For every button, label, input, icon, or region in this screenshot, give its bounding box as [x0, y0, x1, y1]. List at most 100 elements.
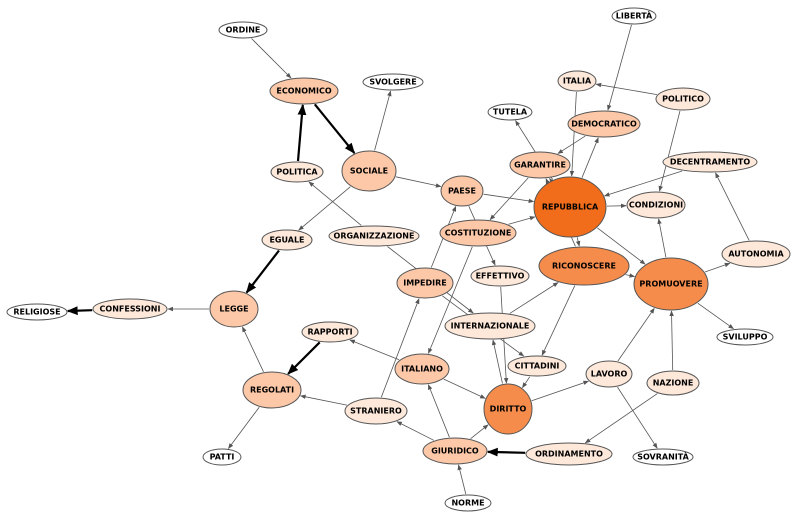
edge-lavoro-to-sovranita	[617, 386, 658, 449]
edge-giuridico-to-diritto	[470, 424, 489, 440]
node-shape-regolati	[242, 371, 302, 409]
node-layer: ORDINE LIBERTÀ ECONOMICO SVOLGERE ITALIA POLI…	[6, 7, 791, 512]
node-internazionale: INTERNAZIONALE	[444, 312, 536, 340]
edge-sociale-to-svolgere	[374, 90, 392, 151]
node-nazione: NAZIONE	[646, 370, 700, 396]
node-shape-tutela	[487, 103, 533, 121]
node-confessioni: CONFESSIONI	[92, 298, 168, 320]
node-shape-economico	[269, 77, 339, 105]
node-condizioni: CONDIZIONI	[626, 191, 686, 219]
edge-layer	[66, 24, 750, 495]
node-label-norme: NORME	[451, 499, 484, 508]
node-label-italia: ITALIA	[563, 77, 592, 86]
node-label-repubblica: REPUBBLICA	[542, 203, 599, 212]
edge-liberta-to-democratico	[607, 24, 632, 111]
edge-autonomia-to-decentramento	[715, 172, 750, 241]
node-shape-ordine	[218, 21, 268, 39]
node-shape-effettivo	[470, 265, 530, 287]
node-label-effettivo: EFFETTIVO	[476, 272, 525, 281]
node-shape-garantire	[509, 151, 571, 179]
node-legge: LEGGE	[209, 290, 259, 328]
node-shape-liberta	[611, 7, 657, 25]
node-label-patti: PATTI	[210, 453, 235, 462]
node-democratico: DEMOCRATICO	[567, 110, 641, 138]
edge-garantire-to-costituzione	[489, 177, 529, 221]
node-decentramento: DECENTRAMENTO	[662, 151, 758, 173]
node-label-paese: PAESE	[448, 187, 476, 196]
node-label-impedire: IMPEDIRE	[403, 279, 447, 288]
node-sovranita: SOVRANITÀ	[632, 448, 694, 466]
node-shape-impedire	[396, 267, 454, 299]
node-ordine: ORDINE	[218, 21, 268, 39]
node-label-eguale: EGUALE	[269, 236, 304, 245]
edge-sociale-to-eguale	[298, 186, 351, 231]
node-label-economico: ECONOMICO	[276, 87, 331, 96]
node-shape-democratico	[567, 110, 641, 138]
node-politico: POLITICO	[655, 87, 711, 111]
edge-promuovere-to-condizioni	[657, 218, 667, 258]
node-costituzione: COSTITUZIONE	[439, 219, 517, 247]
node-rapporti: RAPPORTI	[301, 321, 359, 343]
edge-straniero-to-regolati	[300, 394, 347, 406]
node-label-decentramento: DECENTRAMENTO	[670, 158, 751, 167]
node-label-ordinamento: ORDINAMENTO	[535, 450, 603, 459]
node-shape-decentramento	[662, 151, 758, 173]
node-shape-internazionale	[444, 312, 536, 340]
edge-italiano-to-diritto	[443, 378, 486, 399]
node-patti: PATTI	[202, 448, 242, 466]
node-repubblica: REPUBBLICA	[533, 176, 607, 238]
edge-repubblica-to-promuovere	[597, 227, 646, 265]
edge-cittadini-to-diritto	[522, 376, 531, 389]
node-sviluppo: SVILUPPO	[716, 328, 774, 346]
node-svolgere: SVOLGERE	[362, 73, 424, 91]
node-paese: PAESE	[440, 175, 484, 207]
node-liberta: LIBERTÀ	[611, 7, 657, 25]
node-eguale: EGUALE	[261, 229, 313, 251]
node-shape-confessioni	[92, 298, 168, 320]
node-label-italiano: ITALIANO	[401, 365, 443, 374]
node-straniero: STRANIERO	[344, 397, 408, 425]
edge-rapporti-to-regolati	[287, 341, 321, 375]
edge-straniero-to-impedire	[380, 298, 420, 398]
node-shape-nazione	[646, 370, 700, 396]
node-religiose: RELIGIOSE	[6, 303, 68, 321]
edge-giuridico-to-straniero	[396, 421, 434, 441]
edge-ordinamento-to-giuridico	[486, 447, 526, 457]
node-label-nazione: NAZIONE	[653, 379, 694, 388]
node-shape-autonomia	[721, 240, 791, 268]
edge-lavoro-to-promuovere	[617, 307, 655, 362]
node-shape-italia	[557, 70, 597, 92]
node-label-svolgere: SVOLGERE	[369, 78, 416, 87]
edge-diritto-to-lavoro	[531, 380, 589, 402]
node-shape-costituzione	[439, 219, 517, 247]
edge-giuridico-to-italiano	[427, 384, 450, 438]
node-label-confessioni: CONFESSIONI	[100, 305, 161, 314]
node-impedire: IMPEDIRE	[396, 267, 454, 299]
edge-nazione-to-promuovere	[669, 310, 674, 371]
node-ordinamento: ORDINAMENTO	[525, 442, 613, 466]
node-norme: NORME	[444, 494, 492, 512]
node-shape-religiose	[6, 303, 68, 321]
node-diritto: DIRITTO	[483, 383, 533, 435]
node-label-politica: POLITICA	[276, 168, 318, 177]
node-label-straniero: STRANIERO	[350, 407, 402, 416]
node-italiano: ITALIANO	[394, 353, 450, 385]
node-label-cittadini: CITTADINI	[515, 362, 560, 371]
node-shape-legge	[209, 290, 259, 328]
edge-costituzione-to-repubblica	[508, 216, 536, 225]
edge-decentramento-to-repubblica	[603, 170, 683, 197]
node-cittadini: CITTADINI	[507, 355, 567, 377]
node-shape-rapporti	[301, 321, 359, 343]
edge-sociale-to-paese	[395, 176, 442, 188]
node-label-autonomia: AUTONOMIA	[728, 250, 784, 259]
node-label-riconoscere: RICONOSCERE	[552, 262, 616, 271]
node-riconoscere: RICONOSCERE	[538, 246, 630, 286]
node-shape-norme	[444, 494, 492, 512]
node-label-internazionale: INTERNAZIONALE	[451, 322, 530, 331]
edge-confessioni-to-religiose	[66, 306, 93, 316]
node-organizzazione: ORGANIZZAZIONE	[328, 225, 420, 247]
node-shape-patti	[202, 448, 242, 466]
edge-repubblica-to-garantire	[549, 177, 555, 184]
